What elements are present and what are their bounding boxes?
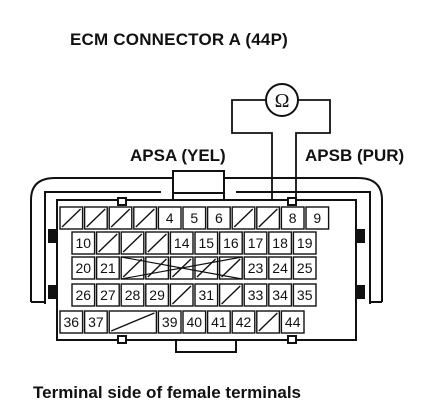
pin-number: 29 <box>149 287 165 303</box>
pin-cavity <box>292 231 317 255</box>
pin-cavity <box>280 310 305 334</box>
pin-number: 37 <box>88 314 104 330</box>
pin-cavity <box>305 206 330 230</box>
empty-cavity-slash <box>61 208 82 228</box>
ohm-symbol-icon: Ω <box>275 90 290 112</box>
pin-cavity <box>206 310 231 334</box>
pin-number: 40 <box>187 314 203 330</box>
pin-number: 42 <box>236 314 252 330</box>
empty-cavity-slash <box>171 285 192 305</box>
pin-cavity <box>182 310 207 334</box>
pin-cavity <box>231 310 256 334</box>
pin-number: 14 <box>174 235 190 251</box>
pin-number: 39 <box>162 314 178 330</box>
pin-number: 35 <box>297 287 313 303</box>
pin-cavity <box>157 310 182 334</box>
pin-cavity <box>194 283 219 307</box>
pin-cavity <box>145 283 170 307</box>
pin-cavity <box>218 231 243 255</box>
pin-number: 44 <box>285 314 301 330</box>
pin-cavity <box>243 283 268 307</box>
pin-cavity <box>71 231 96 255</box>
empty-cavity-slash <box>221 285 241 305</box>
blocked-region-cross <box>121 256 243 280</box>
pin-cavity <box>280 206 305 230</box>
pin-number: 41 <box>211 314 227 330</box>
empty-cavity-slash <box>258 208 278 228</box>
empty-cavity-slash <box>110 208 131 228</box>
pin-number: 16 <box>223 235 239 251</box>
connector-title: ECM CONNECTOR A (44P) <box>70 30 288 49</box>
pin-number: 23 <box>248 260 264 276</box>
pin-cavity <box>169 231 194 255</box>
pin-cavity <box>243 231 268 255</box>
pin-number: 34 <box>272 287 288 303</box>
pin-cavity <box>157 206 182 230</box>
empty-cavity-slash <box>98 233 118 253</box>
empty-cavity-slash <box>221 258 241 278</box>
pin-number: 18 <box>272 235 288 251</box>
pin-number: 26 <box>76 287 92 303</box>
lead-apsb <box>295 99 331 208</box>
empty-cavity-slash <box>233 208 254 228</box>
pin-number: 25 <box>297 260 313 276</box>
pin-number: 27 <box>100 287 116 303</box>
pin-number: 20 <box>76 260 92 276</box>
pin-number: 33 <box>248 287 264 303</box>
empty-cavity-slash <box>147 233 167 253</box>
pin-cavity <box>71 256 96 280</box>
pin-cavity <box>59 310 84 334</box>
caption: Terminal side of female terminals <box>33 383 301 402</box>
pin-number: 10 <box>76 235 92 251</box>
pin-cavity <box>95 256 120 280</box>
probe-b-label: APSB (PUR) <box>305 146 405 165</box>
pin-cavity <box>95 283 120 307</box>
empty-cavity-slash <box>258 312 278 332</box>
lead-apsa <box>231 99 273 208</box>
pin-cavity <box>71 283 96 307</box>
empty-cavity-slash <box>122 233 143 253</box>
empty-cavity-slash <box>135 208 155 228</box>
pin-cavity <box>292 256 317 280</box>
pin-number: 4 <box>166 210 174 226</box>
ohmmeter: Ω <box>231 83 331 208</box>
pin-cavity <box>182 206 207 230</box>
pin-number: 9 <box>313 210 321 226</box>
pin-number: 28 <box>125 287 141 303</box>
pin-cavity <box>268 231 293 255</box>
pin-cavity <box>83 310 108 334</box>
pin-number: 19 <box>297 235 313 251</box>
pin-number: 36 <box>64 314 80 330</box>
pin-cavity <box>243 256 268 280</box>
pin-number: 8 <box>289 210 297 226</box>
pin-number: 5 <box>190 210 198 226</box>
pin-cavity <box>120 283 145 307</box>
pin-number: 15 <box>199 235 215 251</box>
empty-cavity-slash <box>122 258 143 278</box>
empty-cavity-slash <box>110 312 155 332</box>
empty-cavity-slash <box>86 208 106 228</box>
pin-number: 6 <box>215 210 223 226</box>
pin-cavity <box>194 231 219 255</box>
pin-cavity <box>292 283 317 307</box>
pin-number: 17 <box>248 235 264 251</box>
probe-a-label: APSA (YEL) <box>130 146 226 165</box>
pin-cavity <box>268 283 293 307</box>
pin-number: 24 <box>272 260 288 276</box>
pin-cavity <box>206 206 231 230</box>
pin-number: 21 <box>100 260 116 276</box>
pin-number: 31 <box>199 287 215 303</box>
pin-cavity <box>268 256 293 280</box>
